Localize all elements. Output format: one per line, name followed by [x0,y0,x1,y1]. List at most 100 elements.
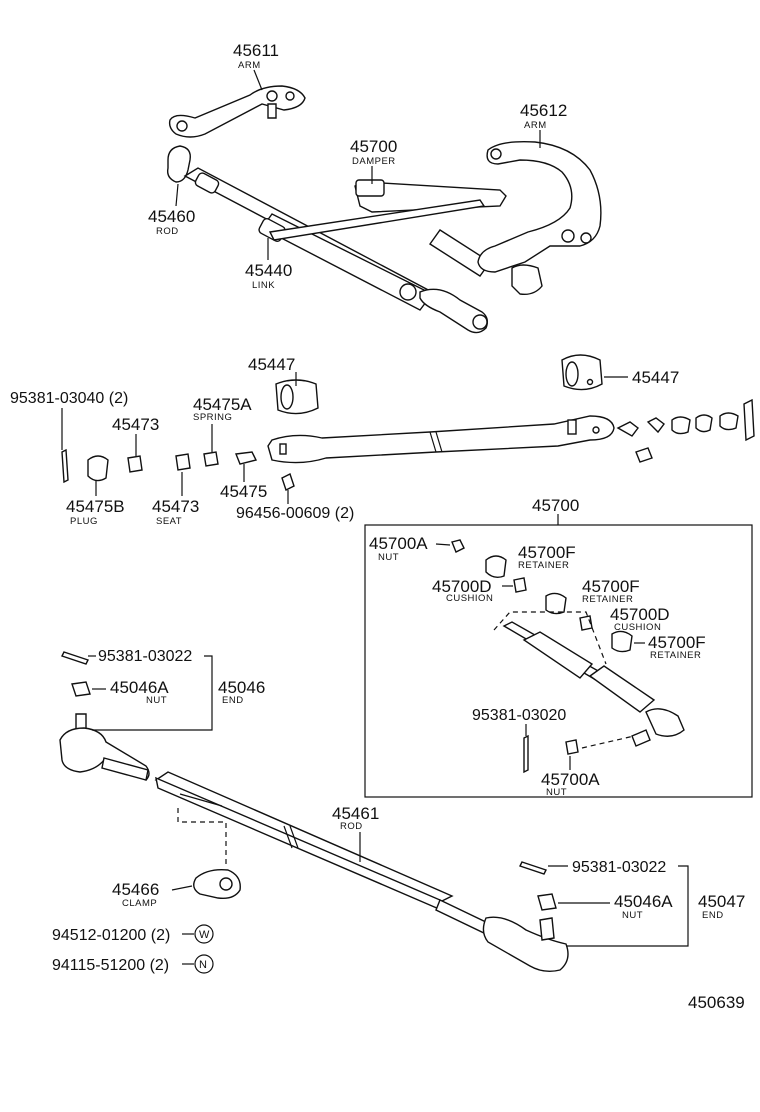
label-45046A-right-num: 45046A [614,892,673,911]
label-45700D-a-num: 45700D [432,577,492,596]
damper-detail [451,539,685,774]
seat-45473-upper-part [127,455,143,473]
label-45475B-num: 45475B [66,497,125,516]
diagram-id: 450639 [688,993,745,1012]
symbol-n-text: N [199,959,207,971]
arm-45612-bush [511,264,543,296]
clamp-45466-part [193,868,241,900]
arm-45611-part [168,85,306,138]
link-right-ball [472,314,488,330]
label-45611-num: 45611 [233,41,279,60]
label-45473-lower-sub: SEAT [156,516,182,527]
label-45447-left: 45447 [248,355,295,374]
label-96456-00609: 96456-00609 (2) [236,505,354,522]
label-45700F-c-sub: RETAINER [650,650,701,661]
rod-45461-thread [435,899,491,935]
label-45475B-sub: PLUG [70,516,98,527]
retainer-45700F-b-part [545,592,567,615]
label-45700-damper-num: 45700 [350,137,397,156]
bush-45447-right-hole [565,361,579,387]
label-95381-03022-left: 95381-03022 [98,648,192,665]
label-45611-sub: ARM [238,60,261,71]
arm-45611-boss [266,90,278,102]
bottom-assembly [59,651,569,973]
label-45460-num: 45460 [148,207,195,226]
nut-45700A-top-part [451,539,465,553]
label-45700F-a-sub: RETAINER [518,560,569,571]
arm-45612-hole [490,148,502,160]
label-45466-sub: CLAMP [122,898,157,909]
damper-cylinder [429,229,491,277]
rod-hole-right [592,426,600,434]
label-45461-num: 45461 [332,804,379,823]
label-45473-lower-num: 45473 [152,497,199,516]
label-45700D-b-sub: CUSHION [614,622,661,633]
fitting-96456-part [281,473,295,491]
part-45475-stud [235,451,258,465]
label-45475A-sub: SPRING [193,412,232,423]
label-45466-num: 45466 [112,880,159,899]
link-joint-mid [399,283,417,301]
arm-45612-boss2 [580,232,592,244]
retainer-45700F-c-part [611,630,633,653]
label-45475A-num: 45475A [193,395,252,414]
retainer-45700F-a-part [485,555,507,579]
label-45700F-b-sub: RETAINER [582,594,633,605]
right-stud [616,421,639,437]
label-45700A-bottom-sub: NUT [546,787,567,798]
end-45046-thread [101,757,149,781]
label-94512-01200: 94512-01200 (2) [52,927,170,944]
damper-cylinder-body [588,665,656,713]
label-45475: 45475 [220,482,267,501]
label-45700F-c-num: 45700F [648,633,706,652]
label-45612-sub: ARM [524,120,547,131]
rod-slot-left [279,443,287,455]
bush-45447-left-hole [280,384,294,410]
rod-45460-end [166,145,191,183]
cotter-pin-left [61,448,69,484]
arm-45612-boss [561,229,575,243]
label-45440-sub: LINK [252,280,275,291]
label-45700F-b-num: 45700F [582,577,640,596]
label-95381-03022-right: 95381-03022 [572,859,666,876]
right-fitting [635,447,653,463]
label-45700A-top-sub: NUT [378,552,399,563]
label-45047-num: 45047 [698,892,745,911]
symbol-n [194,954,214,974]
label-45700F-a-num: 45700F [518,543,576,562]
label-45700A-top-num: 45700A [369,534,428,553]
label-45700D-a-sub: CUSHION [446,593,493,604]
middle-assembly [61,354,755,491]
label-45460-sub: ROD [156,226,179,237]
label-45473-upper: 45473 [112,415,159,434]
label-45700D-b-num: 45700D [610,605,670,624]
label-95381-03040: 95381-03040 (2) [10,390,128,407]
right-seat [671,416,691,435]
damper-rod [268,199,486,241]
clamp-hole [219,877,233,891]
rod-slot-right [567,419,577,435]
label-45447-right: 45447 [632,368,679,387]
label-45046A-num: 45046A [110,678,169,697]
end-45047-stud [539,917,555,941]
pin-95381-03020-part [523,734,529,774]
nut-45700A-bottom-part [565,739,579,755]
label-45440-num: 45440 [245,261,292,280]
damper-bolt [631,729,651,747]
label-45700-assy: 45700 [532,496,579,515]
spring-45475A-part [203,451,219,467]
label-45046A-sub: NUT [146,695,167,706]
label-45046A-right-sub: NUT [622,910,643,921]
label-94115-51200: 94115-51200 (2) [52,957,169,974]
arm-45611-boss2 [285,91,295,101]
plug-45475B-part [87,455,109,482]
arm-45611-stud [267,103,277,119]
right-pin [743,398,755,442]
right-spring [646,417,665,434]
right-seat2 [695,414,713,433]
end-45047-part [482,916,569,973]
label-45046-num: 45046 [218,678,265,697]
cotter-pin-left-bottom [61,651,89,665]
cotter-pin-right-part [519,861,547,875]
